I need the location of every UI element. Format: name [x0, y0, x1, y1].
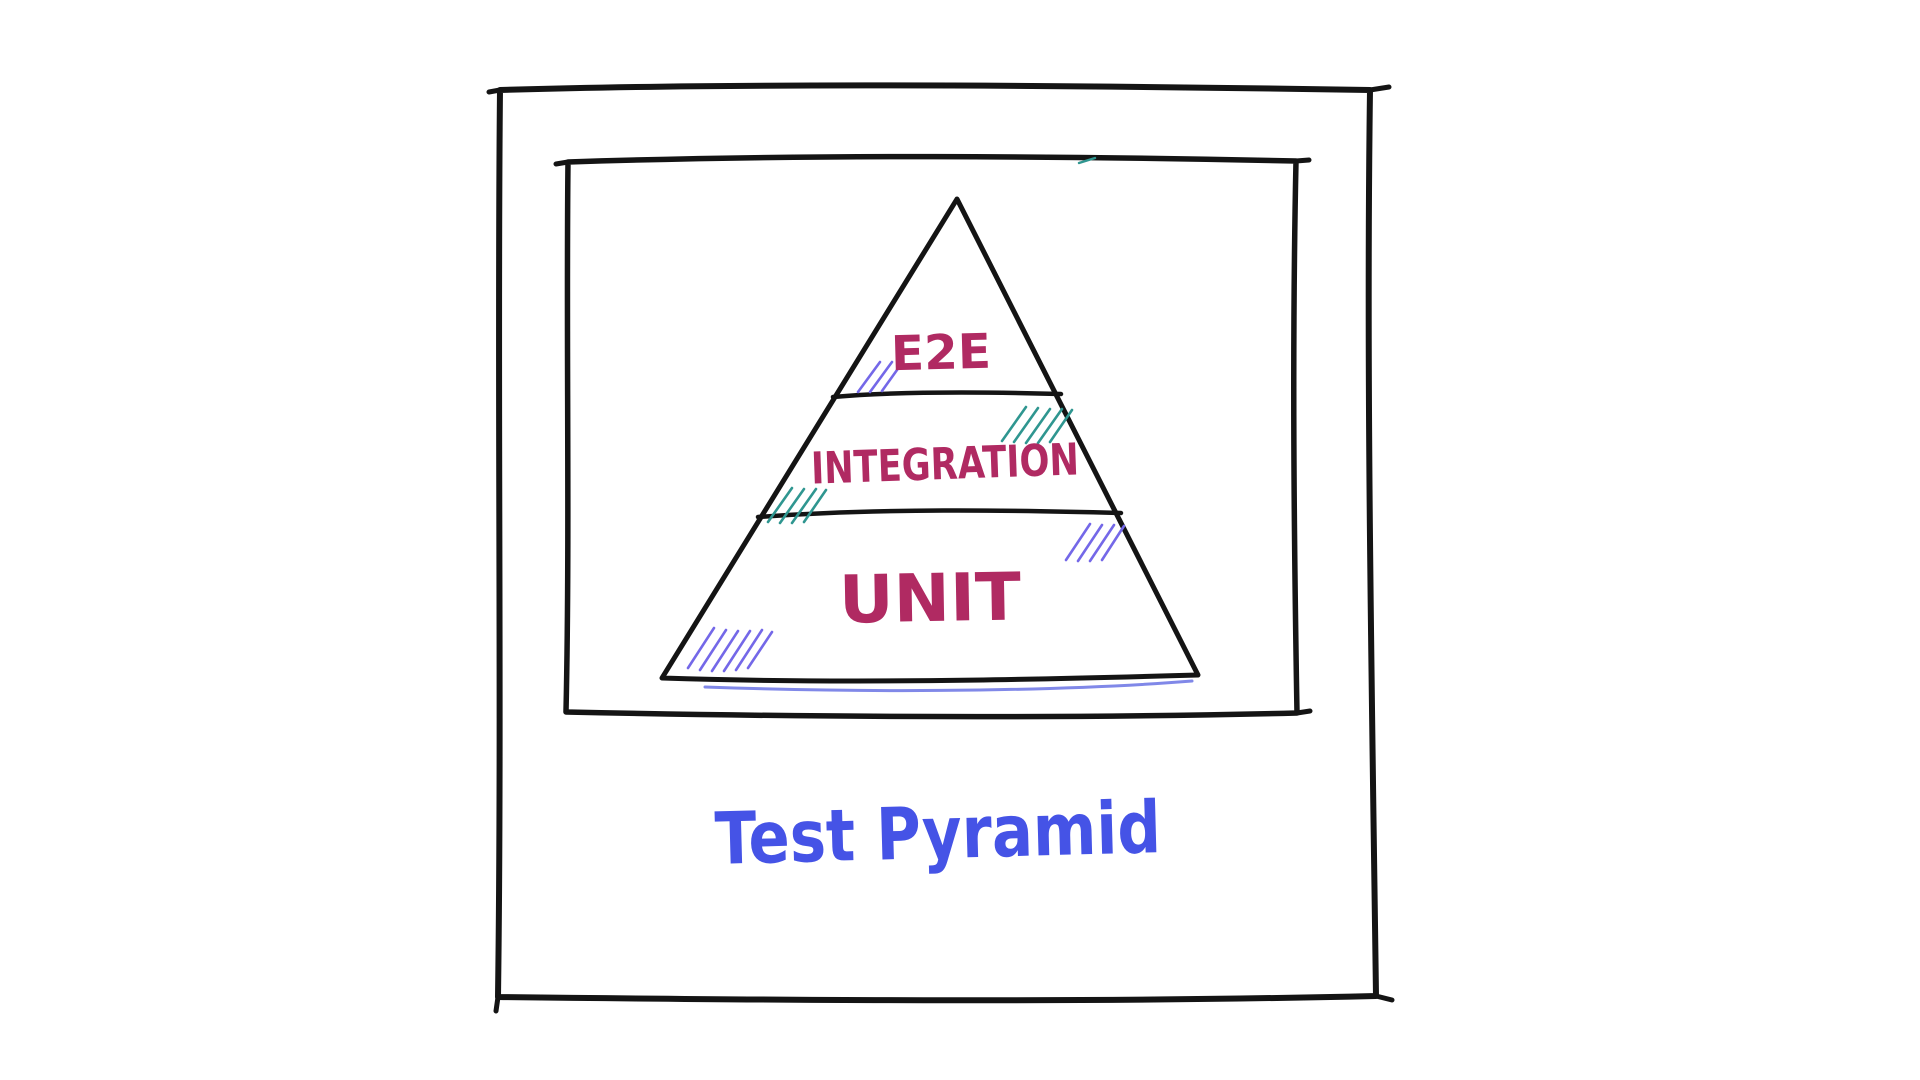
layer-label-integration: INTEGRATION	[810, 434, 1080, 494]
hatch-teal-left-integration	[766, 486, 828, 525]
hatch-purple-right-unit	[1064, 522, 1126, 563]
hatch-purple-left-e2e	[856, 360, 904, 394]
hatch-teal-right-integration	[1000, 405, 1074, 445]
teal-stray-mark	[1077, 156, 1097, 165]
layer-label-e2e: E2E	[890, 324, 991, 383]
pyramid-base-accent	[703, 679, 1194, 693]
hatch-purple-bottom-left	[686, 626, 774, 673]
pyramid-outline	[659, 196, 1201, 684]
outer-frame-corner-overshoots	[486, 84, 1395, 1014]
layer-label-unit: UNIT	[838, 558, 1021, 638]
divider-e2e-integration	[830, 390, 1064, 400]
divider-integration-unit	[755, 508, 1124, 520]
inner-frame-corner-overshoots	[553, 157, 1313, 716]
caption-test-pyramid: Test Pyramid	[714, 785, 1162, 881]
